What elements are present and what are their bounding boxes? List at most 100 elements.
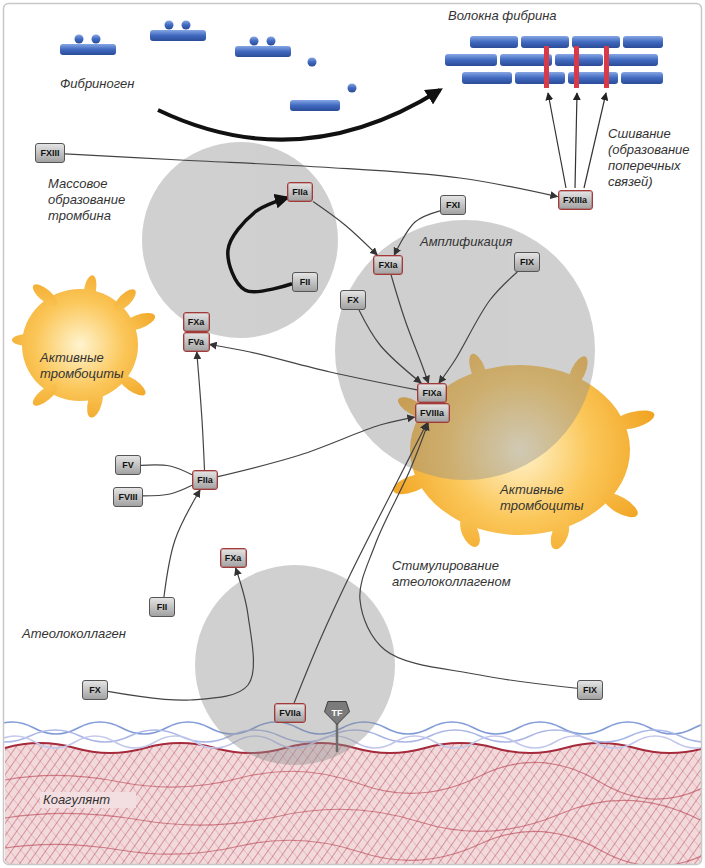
region-label: Активные тромбоциты bbox=[40, 350, 120, 382]
factor-name: FVIII bbox=[118, 492, 137, 503]
pseudopod bbox=[111, 286, 139, 314]
factor-name: TF bbox=[332, 708, 343, 719]
pseudopod bbox=[81, 274, 98, 306]
region-label: Атеолоколлаген bbox=[22, 626, 152, 642]
fibrin-bar bbox=[623, 36, 663, 48]
factor-name: FVIIIa bbox=[420, 408, 444, 419]
pseudopod bbox=[119, 309, 158, 334]
fibrinopeptide bbox=[165, 21, 174, 30]
fibrinogen bbox=[60, 21, 357, 112]
factor-box: FX bbox=[82, 680, 108, 700]
factor-box: FIX bbox=[514, 252, 540, 272]
factor-name: FIX bbox=[520, 257, 534, 268]
factor-box: FIIa bbox=[287, 182, 313, 202]
factor-box: FXIII bbox=[35, 143, 65, 163]
zone-circle bbox=[142, 142, 338, 338]
crosslink-arrow bbox=[575, 93, 577, 188]
factor-box: FXa bbox=[183, 312, 210, 332]
factor-name: FII bbox=[157, 602, 168, 613]
factor-box: FVIII bbox=[113, 487, 143, 507]
fibrinopeptide bbox=[267, 37, 276, 46]
fibrinopeptide bbox=[75, 35, 84, 44]
pseudopod bbox=[547, 516, 573, 552]
coagulant-tissue bbox=[5, 743, 701, 864]
fibrinogen-molecule bbox=[150, 30, 206, 41]
crosslink bbox=[574, 46, 579, 88]
fibrinopeptide bbox=[250, 37, 259, 46]
factor-name: FIIa bbox=[292, 187, 308, 198]
pseudopod bbox=[12, 334, 44, 346]
activation-arrow bbox=[108, 568, 253, 700]
activation-arrow bbox=[218, 417, 415, 477]
tissue-fiber bbox=[5, 831, 701, 864]
factor-name: FX bbox=[89, 685, 101, 696]
activation-arrow bbox=[313, 202, 377, 255]
factor-box: FVa bbox=[183, 332, 210, 352]
factor-name: FVa bbox=[188, 337, 204, 348]
factor-box: FII bbox=[292, 272, 318, 292]
crosslink bbox=[604, 46, 609, 88]
fibrin-bar bbox=[515, 72, 565, 84]
fibrin-bar bbox=[606, 54, 658, 66]
activation-arrow bbox=[141, 465, 192, 475]
crosslink-arrow bbox=[584, 93, 606, 188]
tf-outline bbox=[325, 702, 350, 725]
reaction-zones bbox=[142, 142, 595, 765]
pseudopod bbox=[456, 514, 484, 550]
frame bbox=[4, 4, 702, 865]
factor-name: FXa bbox=[188, 317, 205, 328]
crosslink bbox=[544, 46, 549, 88]
activation-arrow bbox=[439, 272, 517, 383]
activation-arrow bbox=[360, 423, 577, 688]
fibrin-bar bbox=[572, 36, 620, 48]
fibrinogen-molecule bbox=[235, 46, 291, 57]
factor-name: FX bbox=[347, 295, 359, 306]
fibrin-fibers bbox=[445, 36, 663, 84]
factor-box: FXIa bbox=[373, 255, 403, 275]
region-label: Коагулянт bbox=[40, 792, 136, 808]
factor-box: FIIa bbox=[192, 470, 218, 490]
tissue-fill bbox=[5, 743, 701, 864]
factor-box: FX bbox=[340, 290, 366, 310]
region-label: Амплификация bbox=[420, 234, 530, 250]
factor-box: FVIIa bbox=[274, 703, 306, 723]
factor-box: FIX bbox=[577, 680, 603, 700]
factor-box: FXIIIa bbox=[558, 190, 593, 210]
crosslinks bbox=[544, 46, 609, 88]
fibrin-bar bbox=[462, 72, 512, 84]
fibrinopeptide bbox=[308, 58, 317, 67]
tissue-factor: TF bbox=[324, 701, 350, 725]
zone-circle bbox=[335, 220, 595, 480]
factor-name: FVIIa bbox=[279, 708, 301, 719]
region-label: Волокна фибрина bbox=[448, 8, 608, 24]
fibrinogen-molecule bbox=[60, 44, 116, 55]
pseudopod bbox=[599, 488, 642, 522]
region-label: Сшивание (образование поперечных связей) bbox=[608, 126, 698, 190]
zone-circle bbox=[195, 565, 395, 765]
factor-name: FIXa bbox=[422, 388, 441, 399]
region-label: Массовое образование тромбина bbox=[48, 176, 140, 224]
fibrinopeptide bbox=[92, 35, 101, 44]
activation-arrow bbox=[164, 490, 200, 597]
factor-box: FXI bbox=[440, 195, 466, 215]
factor-box: FII bbox=[149, 597, 175, 617]
factor-box: FV bbox=[115, 455, 141, 475]
pseudopod bbox=[84, 385, 106, 420]
tissue-texture bbox=[5, 743, 701, 864]
factor-name: FV bbox=[122, 460, 134, 471]
region-label: Активные тромбоциты bbox=[500, 482, 588, 514]
factor-name: FIIa bbox=[197, 475, 213, 486]
factor-name: FXIa bbox=[378, 260, 397, 271]
factor-name: FXIIIa bbox=[563, 195, 587, 206]
pseudopod bbox=[30, 381, 61, 409]
activation-arrow bbox=[197, 352, 205, 470]
activation-arrow bbox=[143, 485, 192, 496]
factor-box: FVIIIa bbox=[415, 403, 450, 423]
pseudopod bbox=[30, 281, 61, 309]
activation-arrow bbox=[359, 310, 421, 383]
factor-name: FXa bbox=[225, 553, 242, 564]
crosslink-arrows bbox=[548, 93, 606, 188]
region-label: Стимулирование атеолоколлагеном bbox=[392, 558, 520, 590]
